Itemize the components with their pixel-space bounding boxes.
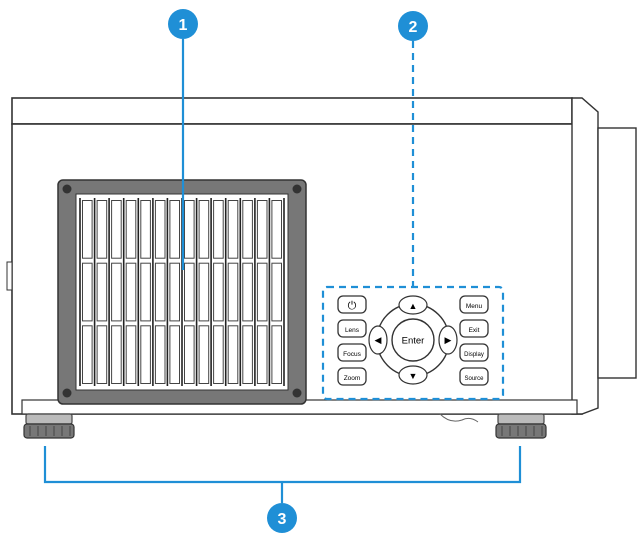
vent-slot xyxy=(111,200,122,259)
vent-slot xyxy=(184,325,195,384)
vent-slot xyxy=(111,325,122,384)
callout-2: 2 xyxy=(398,11,428,287)
vent-slot xyxy=(184,262,195,322)
vent-slot xyxy=(82,325,93,384)
vent-slot xyxy=(169,325,180,384)
source-button[interactable]: Source xyxy=(459,367,489,386)
vent-slot xyxy=(111,262,122,322)
callout-3-number: 3 xyxy=(278,511,287,528)
callout-3-badge xyxy=(267,503,297,533)
vent-slot xyxy=(125,325,137,384)
vent-screw-icon xyxy=(62,184,72,194)
callout-3-bracket xyxy=(43,446,522,484)
up-button[interactable] xyxy=(398,295,428,315)
lens-housing xyxy=(597,127,637,379)
vent-slot xyxy=(169,200,180,259)
callout-2-badge xyxy=(398,11,428,41)
vent-slot xyxy=(198,262,210,322)
vent-slot xyxy=(256,262,268,322)
vent-screw-icon xyxy=(292,388,302,398)
side-notch xyxy=(6,261,13,291)
vent-slot xyxy=(82,200,93,259)
callout-1-badge xyxy=(168,9,198,39)
vent-slot xyxy=(227,325,239,384)
zoom-button[interactable]: Zoom xyxy=(337,367,367,386)
vent-slot xyxy=(184,200,195,259)
vent-slot xyxy=(96,200,108,259)
vent-slot xyxy=(213,262,224,322)
arrow-up-icon: ▲ xyxy=(409,301,418,311)
vent-slot xyxy=(140,262,151,322)
arrow-left-icon: ◀ xyxy=(375,335,382,345)
top-edge xyxy=(11,97,573,125)
enter-button[interactable]: Enter xyxy=(391,318,435,362)
vent-slot xyxy=(256,325,268,384)
vent-slot xyxy=(125,262,137,322)
menu-button[interactable]: Menu xyxy=(459,295,489,314)
menu-button-label: Menu xyxy=(466,303,483,310)
focus-button-label: Focus xyxy=(343,351,361,358)
vent-screw-icon xyxy=(62,388,72,398)
vent-slot xyxy=(140,325,151,384)
base-detail xyxy=(439,413,479,423)
left-button[interactable] xyxy=(368,325,388,355)
enter-button-label: Enter xyxy=(402,336,425,347)
vent-slot xyxy=(140,200,151,259)
vent-slot xyxy=(213,200,224,259)
exit-button-label: Exit xyxy=(469,327,480,334)
exit-button[interactable]: Exit xyxy=(459,319,489,338)
vent-slot xyxy=(242,200,253,259)
vent-slot xyxy=(82,262,93,322)
callout-2-number: 2 xyxy=(409,19,418,36)
vent-slot xyxy=(198,325,210,384)
control-keypad: ⏻ Lens Focus Zoom ▲ ▼ ◀ ▶ Enter xyxy=(321,285,505,401)
vent-slot xyxy=(227,200,239,259)
vent-screw-icon xyxy=(292,184,302,194)
vent-slot xyxy=(169,262,180,322)
focus-button[interactable]: Focus xyxy=(337,343,367,362)
vent-slot xyxy=(256,200,268,259)
lens-button[interactable]: Lens xyxy=(337,319,367,338)
vent-slot xyxy=(227,262,239,322)
vent-slot xyxy=(271,262,282,322)
vent-slot xyxy=(154,325,166,384)
vent-slot xyxy=(242,262,253,322)
foot-right xyxy=(495,413,547,439)
vent-slot xyxy=(96,325,108,384)
vent-slot xyxy=(96,262,108,322)
callout-1-number: 1 xyxy=(179,17,188,34)
foot-left xyxy=(23,413,75,439)
vent-slot xyxy=(125,200,137,259)
display-button-label: Display xyxy=(464,352,484,358)
direction-pad: ▲ ▼ ◀ ▶ Enter xyxy=(368,295,458,385)
vent-slot xyxy=(154,262,166,322)
display-button[interactable]: Display xyxy=(459,343,489,362)
vent-slot xyxy=(198,200,210,259)
vent-slot xyxy=(213,325,224,384)
adjustable-feet xyxy=(23,413,547,439)
power-button[interactable]: ⏻ xyxy=(337,295,367,314)
vent-slot xyxy=(271,200,282,259)
down-button[interactable] xyxy=(398,365,428,385)
callout-1: 1 xyxy=(168,9,198,270)
arrow-down-icon: ▼ xyxy=(409,371,418,381)
callout-3: 3 xyxy=(43,446,522,533)
zoom-button-label: Zoom xyxy=(344,375,361,382)
vent-slots xyxy=(79,198,285,386)
lens-button-label: Lens xyxy=(345,327,360,334)
vent-slot xyxy=(154,200,166,259)
arrow-right-icon: ▶ xyxy=(445,335,452,345)
front-bezel xyxy=(571,97,599,415)
vent-slot xyxy=(271,325,282,384)
right-button[interactable] xyxy=(438,325,458,355)
power-icon: ⏻ xyxy=(348,300,357,312)
vent-slot xyxy=(242,325,253,384)
source-button-label: Source xyxy=(464,376,484,382)
